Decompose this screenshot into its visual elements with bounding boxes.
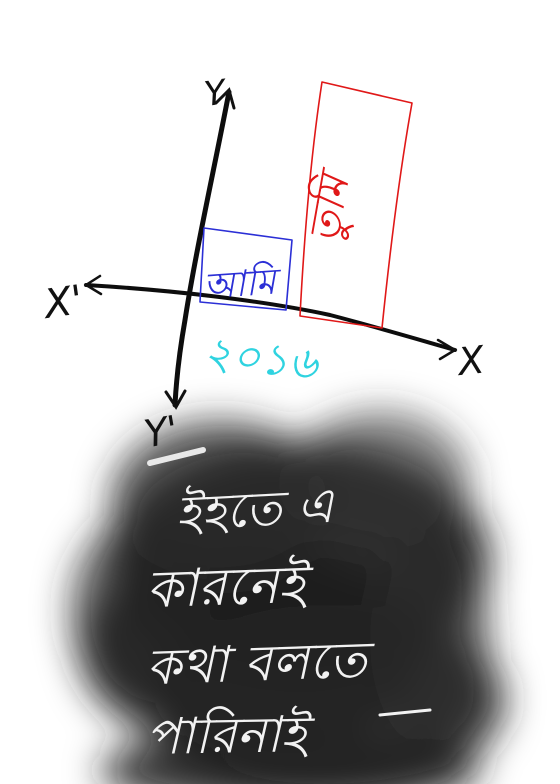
y-axis-arrow-bottom [164, 389, 187, 410]
x-axis-arrow-left [83, 274, 103, 296]
red-box [299, 81, 413, 329]
note-line-1: ইহতে এ [175, 478, 336, 542]
x-axis-arrow-right [436, 338, 458, 361]
year-label: ২০১৬ [201, 327, 322, 390]
blue-box [199, 227, 293, 311]
note-line-2: কারনেই [145, 553, 316, 620]
white-highlight-stroke [147, 447, 206, 466]
axis-label-x-left: X' [39, 277, 85, 328]
y-axis-arrow-top [214, 87, 236, 110]
note-line-3: কথা বলতে [145, 630, 377, 696]
note-line-4: পারিনাই [145, 704, 316, 766]
axis-label-x-right: X [454, 338, 487, 385]
blue-box-label: আমি [202, 259, 284, 307]
red-box-label: তুমি [298, 164, 365, 247]
x-axis-line [84, 283, 457, 352]
axis-label-y-bottom: Y' [141, 407, 182, 456]
note-underline-flourish [378, 708, 432, 717]
